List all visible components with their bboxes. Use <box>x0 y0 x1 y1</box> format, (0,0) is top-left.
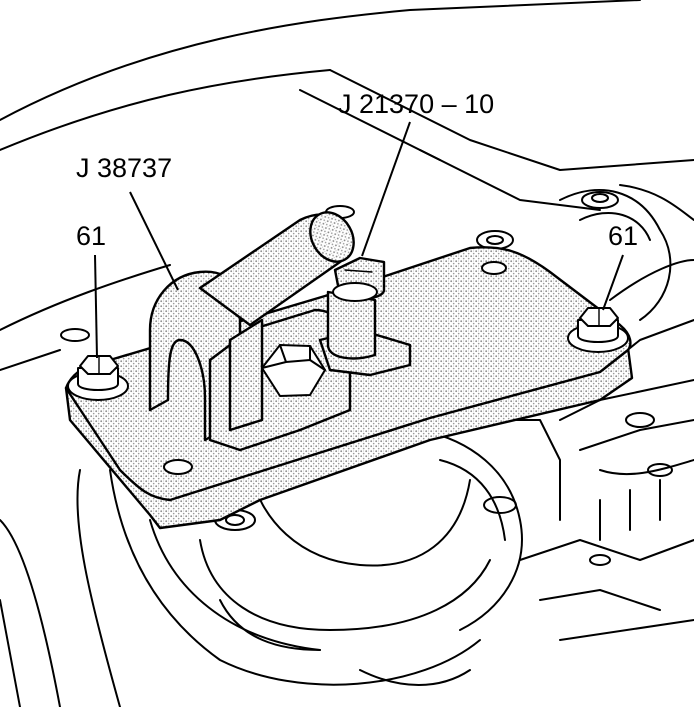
label-bolt-right: 61 <box>608 221 638 251</box>
leader-lines <box>94 121 624 359</box>
tool-adapter-j21370-10 <box>326 256 386 360</box>
leader-bolt-right <box>602 254 624 311</box>
plate-hole <box>163 459 193 475</box>
label-bolt-left: 61 <box>76 221 106 251</box>
label-tool-j38737: J 38737 <box>76 153 172 183</box>
plate-hole <box>481 261 507 275</box>
leader-bolt-left <box>94 254 98 359</box>
leader-j38737 <box>129 191 179 291</box>
bolt-right <box>567 307 629 353</box>
bolt-left <box>67 355 129 401</box>
leader-j21370-10 <box>361 121 411 257</box>
label-tool-j21370-10: J 21370 – 10 <box>338 89 494 119</box>
